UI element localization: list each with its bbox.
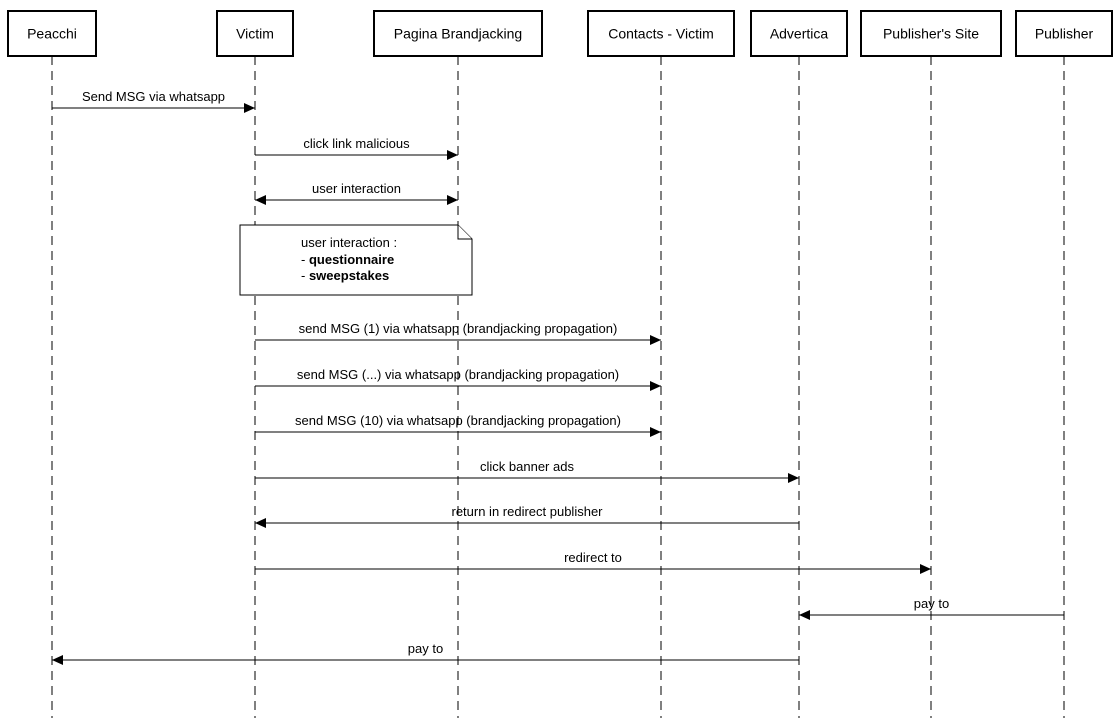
actor-label: Publisher <box>1035 26 1094 42</box>
message-arrow: click link malicious <box>255 136 458 160</box>
note-item: - questionnaire <box>301 252 394 267</box>
note-title: user interaction : <box>301 235 397 250</box>
actor-publisher: Publisher <box>1015 10 1113 57</box>
message-arrow: user interaction <box>255 181 458 205</box>
note-shape <box>239 224 473 296</box>
note-item-text: questionnaire <box>309 252 394 267</box>
note-user-interaction: user interaction : - questionnaire - swe… <box>239 224 473 296</box>
note-fold <box>457 225 472 240</box>
message-label: redirect to <box>564 550 622 565</box>
actors: Peacchi Victim Pagina Brandjacking Contacts… <box>7 10 1113 57</box>
actor-advertica: Advertica <box>750 10 848 57</box>
actor-label: Peacchi <box>27 26 77 42</box>
lifelines <box>51 56 1065 718</box>
actor-label: Pagina Brandjacking <box>394 26 522 42</box>
actor-peacchi: Peacchi <box>7 10 97 57</box>
actor-label: Victim <box>236 26 274 42</box>
message-label: pay to <box>408 641 443 656</box>
message-label: send MSG (...) via whatsapp (brandjackin… <box>297 367 619 382</box>
message-arrow: send MSG (...) via whatsapp (brandjackin… <box>255 367 661 391</box>
message-arrow: return in redirect publisher <box>255 504 799 528</box>
note-item-prefix: - <box>301 252 309 267</box>
actor-label: Advertica <box>770 26 829 42</box>
actor-box <box>7 10 97 57</box>
actor-box <box>587 10 735 57</box>
message-label: click banner ads <box>480 459 574 474</box>
messages: Send MSG via whatsapp click link maliciou… <box>52 89 1064 665</box>
message-label: user interaction <box>312 181 401 196</box>
message-arrow: click banner ads <box>255 459 799 483</box>
message-arrow: send MSG (1) via whatsapp (brandjacking … <box>255 321 661 345</box>
message-arrow: pay to <box>799 596 1064 620</box>
message-label: click link malicious <box>303 136 410 151</box>
message-label: send MSG (10) via whatsapp (brandjacking… <box>295 413 621 428</box>
actor-box <box>750 10 848 57</box>
actor-pagina: Pagina Brandjacking <box>373 10 543 57</box>
message-label: Send MSG via whatsapp <box>82 89 225 104</box>
message-arrow: send MSG (10) via whatsapp (brandjacking… <box>255 413 661 437</box>
message-label: pay to <box>914 596 949 611</box>
message-arrow: pay to <box>52 641 799 665</box>
actor-publishers-site: Publisher's Site <box>860 10 1002 57</box>
note-item-prefix: - <box>301 268 309 283</box>
actor-box <box>373 10 543 57</box>
actor-label: Contacts - Victim <box>608 26 714 42</box>
actor-box <box>1015 10 1113 57</box>
actor-label: Publisher's Site <box>883 26 979 42</box>
actor-contacts: Contacts - Victim <box>587 10 735 57</box>
actor-box <box>216 10 294 57</box>
message-arrow: redirect to <box>255 550 931 574</box>
message-label: send MSG (1) via whatsapp (brandjacking … <box>299 321 618 336</box>
actor-box <box>860 10 1002 57</box>
message-label: return in redirect publisher <box>451 504 603 519</box>
note-item: - sweepstakes <box>301 268 389 283</box>
actor-victim: Victim <box>216 10 294 57</box>
message-arrow: Send MSG via whatsapp <box>52 89 255 113</box>
note-item-text: sweepstakes <box>309 268 389 283</box>
